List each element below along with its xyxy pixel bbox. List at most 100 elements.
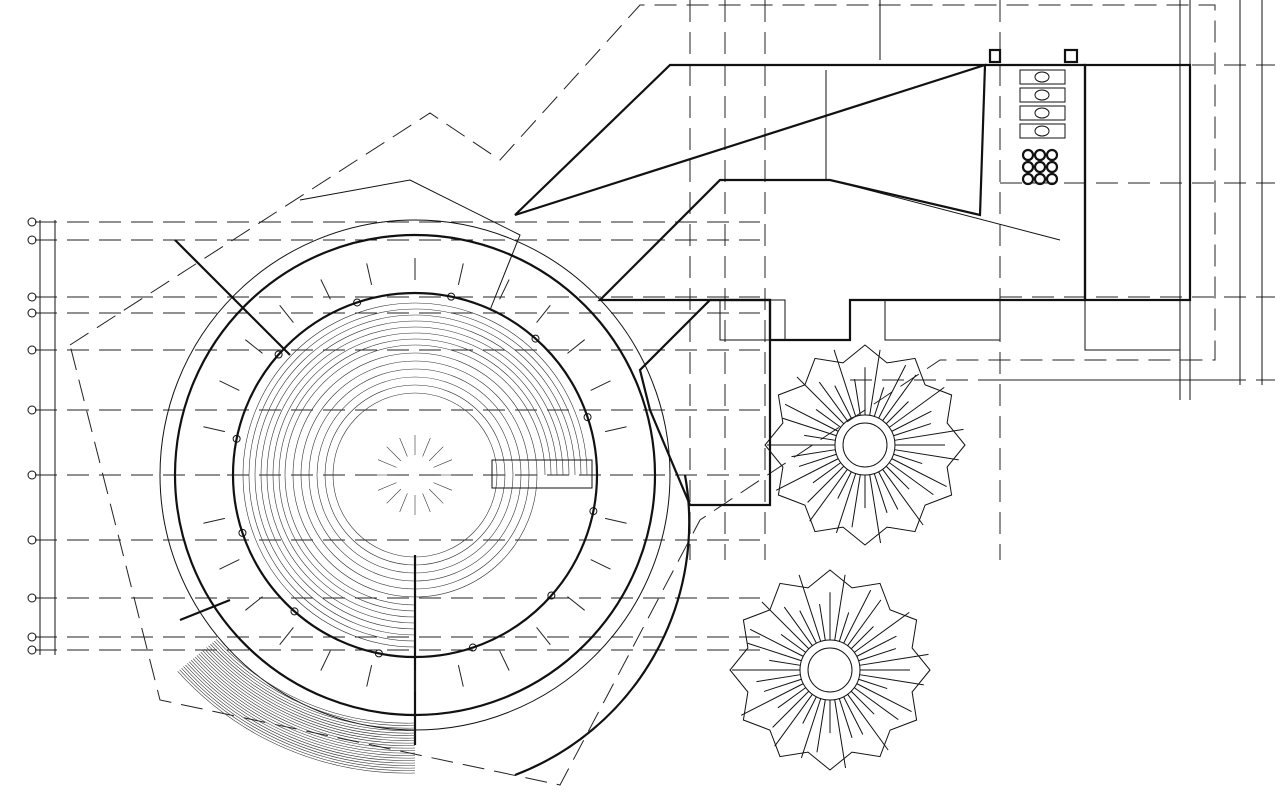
- seating-hatch: [212, 642, 416, 729]
- radial-grid: [590, 376, 618, 391]
- seating-ring: [284, 344, 546, 606]
- tree-branch: [843, 696, 864, 735]
- tree-branch: [769, 659, 801, 666]
- grid-bubble-icon: [27, 217, 37, 227]
- radial-grid: [364, 255, 373, 286]
- seating-ring: [260, 320, 570, 630]
- center-radial-mark: [386, 488, 402, 504]
- seating-ring: [242, 302, 588, 648]
- tree-branch: [798, 453, 837, 467]
- tree-branch: [847, 599, 882, 647]
- tree-branch: [893, 453, 923, 465]
- seating-ring: [272, 332, 558, 618]
- column-marker: [547, 591, 556, 600]
- center-radial-mark: [386, 446, 402, 462]
- center-radial-mark: [377, 482, 397, 491]
- column-marker: [353, 298, 362, 307]
- tree-branch: [891, 410, 932, 432]
- tree-branch: [885, 401, 909, 425]
- stair-west: [719, 299, 786, 341]
- seating-hatch: [196, 655, 416, 749]
- seating-hatch: [200, 652, 416, 744]
- tree-branch: [834, 385, 852, 419]
- grid-bubble-icon: [27, 632, 37, 642]
- seating-ring: [248, 308, 582, 642]
- column-marker: [447, 292, 456, 301]
- tree-branch: [850, 690, 875, 715]
- center-radial-mark: [433, 459, 453, 468]
- seating-hatch: [192, 658, 416, 754]
- column-icon: [1063, 48, 1079, 64]
- tree-branch: [847, 693, 889, 751]
- tree-branch: [854, 379, 861, 416]
- tree-branch: [834, 574, 846, 641]
- grid-bubble-icon: [27, 308, 37, 318]
- grid-bubble-icon: [27, 345, 37, 355]
- column-marker: [290, 607, 299, 616]
- seating-hatch: [177, 671, 416, 774]
- radial-grid: [457, 664, 466, 695]
- grid-bubble-icon: [27, 593, 37, 603]
- radial-grid: [499, 272, 514, 300]
- east-ramp-wall: [514, 474, 691, 777]
- tree-branch: [882, 468, 924, 526]
- tree-branch: [873, 387, 885, 417]
- radial-grid: [457, 255, 466, 286]
- toilet-stall: [1019, 87, 1066, 103]
- radial-grid: [316, 272, 331, 300]
- stair-east: [884, 299, 1001, 341]
- circular-auditorium: [159, 179, 691, 777]
- building-outline: [69, 0, 1216, 786]
- radial-grid: [590, 559, 618, 574]
- center-radial-mark: [428, 488, 444, 504]
- seating-hatch: [179, 669, 416, 771]
- tree-branch: [782, 417, 837, 437]
- tree-branch: [740, 683, 804, 716]
- tree-branch: [869, 474, 882, 544]
- column-marker: [238, 528, 247, 537]
- corridor-wall: [829, 179, 1061, 241]
- sink-icon: [1045, 160, 1059, 174]
- radial-grid: [499, 650, 514, 678]
- column-marker: [232, 434, 241, 443]
- seating-hatch: [210, 644, 416, 731]
- tree-branch: [838, 612, 850, 642]
- center-radial-mark: [428, 446, 444, 462]
- tree-branch: [784, 403, 839, 432]
- tree-branch: [856, 683, 912, 713]
- column-marker: [583, 413, 592, 422]
- grid-bubble-icon: [27, 235, 37, 245]
- seating-hatch: [204, 648, 416, 739]
- tree-branch: [885, 465, 910, 490]
- radial-grid: [238, 596, 263, 616]
- tree-branch: [853, 687, 899, 721]
- sink-icon: [1033, 172, 1047, 186]
- radial-grid: [195, 517, 226, 526]
- restroom-fixtures: [988, 48, 1079, 186]
- tree-branch: [807, 465, 845, 503]
- toilet-stall: [1019, 105, 1066, 121]
- tree-branch: [878, 364, 907, 419]
- sink-icon: [1045, 172, 1059, 186]
- tree-branch: [851, 474, 861, 528]
- tree-branch: [802, 696, 817, 724]
- column-marker: [531, 334, 540, 343]
- tree-branch: [869, 349, 881, 416]
- sink-icon: [1021, 160, 1035, 174]
- grid-lines: [27, 0, 1275, 655]
- seating-hatch: [181, 667, 416, 769]
- stage-platform: [491, 459, 593, 489]
- radial-grid: [316, 650, 331, 678]
- tree-branch: [756, 674, 801, 683]
- north-lobby-wall: [299, 179, 521, 311]
- tree-branch: [815, 409, 842, 428]
- column-marker: [274, 350, 283, 359]
- tree-branch: [775, 458, 839, 491]
- tree-branch: [882, 374, 917, 422]
- tree-branch: [850, 626, 874, 650]
- radial-grid: [212, 376, 240, 391]
- toilet-icon: [1034, 125, 1050, 137]
- tree-branch: [838, 698, 853, 738]
- seating-hatch: [214, 640, 416, 726]
